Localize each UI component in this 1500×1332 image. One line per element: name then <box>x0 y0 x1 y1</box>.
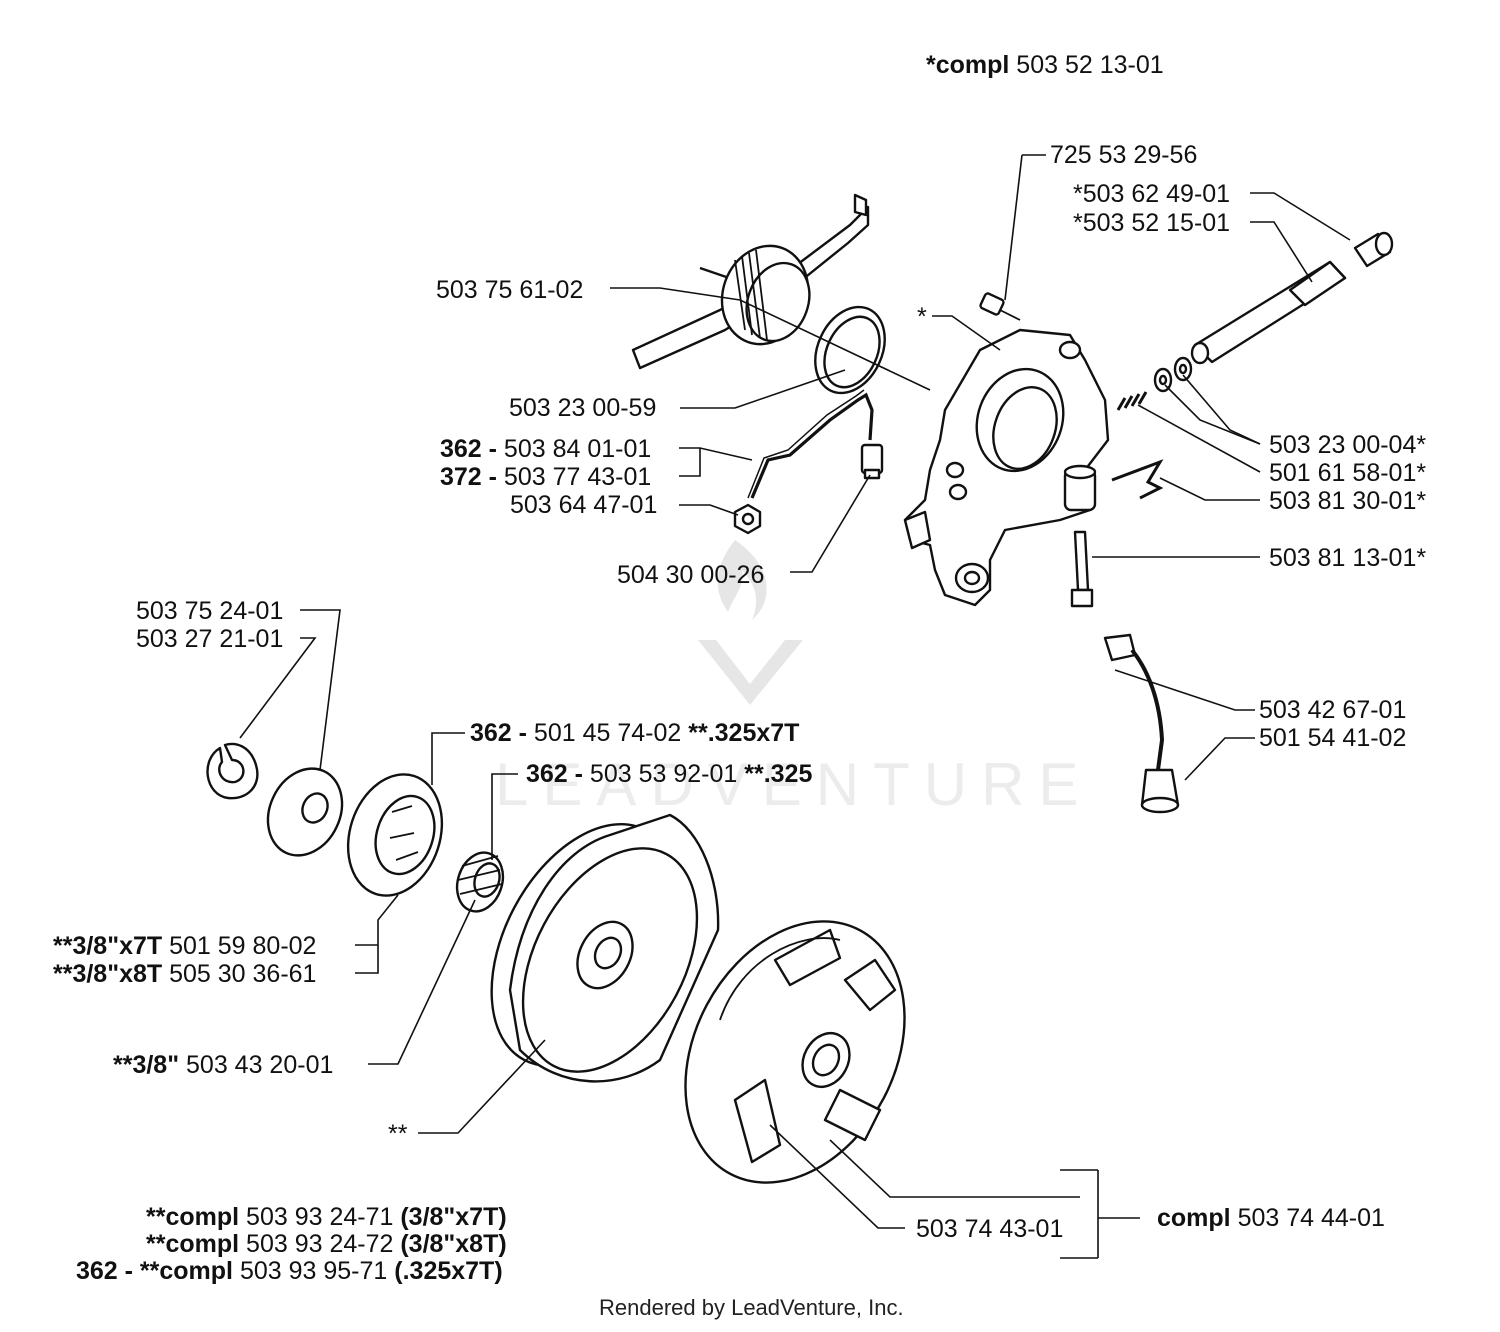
label-503-62-49-01: *503 62 49-01 <box>1073 180 1230 208</box>
part-labels: *compl 503 52 13-01 725 53 29-56 *503 62… <box>53 51 1426 1285</box>
label-503-23-00-59: 503 23 00-59 <box>509 394 656 422</box>
label-503-42-67-01: 503 42 67-01 <box>1259 696 1406 724</box>
label-503-53-92-01: 362 - 503 53 92-01 **.325 <box>526 760 812 788</box>
label-504-30-00-26: 504 30 00-26 <box>617 561 764 589</box>
label-501-61-58-01: 501 61 58-01* <box>1269 459 1426 487</box>
label-503-27-21-01: 503 27 21-01 <box>136 625 283 653</box>
suction-hose-part <box>1103 633 1165 771</box>
leader-lines <box>239 154 1351 1259</box>
label-501-45-74-02: 362 - 501 45 74-02 **.325x7T <box>470 719 799 747</box>
oil-pipe-part <box>747 389 874 499</box>
label-503-77-43-01: 372 - 503 77 43-01 <box>440 463 651 491</box>
needle-bearing-part <box>455 851 505 913</box>
nipple-part <box>860 443 884 480</box>
label-503-23-00-04: 503 23 00-04* <box>1269 431 1426 459</box>
label-503-75-61-02: 503 75 61-02 <box>436 276 583 304</box>
label-501-59-80-02: **3/8"x7T 501 59 80-02 <box>53 932 316 960</box>
pump-cap-part <box>1353 231 1394 268</box>
adjusting-screw-part <box>1070 530 1094 608</box>
label-compl-clutch: compl 503 74 44-01 <box>1157 1204 1385 1232</box>
label-compl-3: 362 - **compl 503 93 95-71 (.325x7T) <box>76 1257 503 1285</box>
rim-sprocket-part <box>346 773 444 897</box>
guide-plate-part <box>631 193 870 370</box>
label-double-star: ** <box>388 1120 408 1148</box>
label-503-84-01-01: 362 - 503 84 01-01 <box>440 435 651 463</box>
flat-washer-part <box>266 767 344 857</box>
o-ring-part <box>814 305 886 395</box>
oil-filter-part <box>1140 768 1180 814</box>
label-star: * <box>917 303 927 331</box>
label-505-30-36-61: **3/8"x8T 505 30 36-61 <box>53 960 316 988</box>
footer-credit: Rendered by LeadVenture, Inc. <box>599 1295 904 1320</box>
label-501-54-41-02: 501 54 41-02 <box>1259 724 1406 752</box>
pump-clip-part <box>1111 459 1164 500</box>
lock-washer-part <box>206 742 259 800</box>
spring-washer-part <box>1116 356 1193 411</box>
label-503-43-20-01: **3/8" 503 43 20-01 <box>113 1051 333 1079</box>
label-compl-top: *compl 503 52 13-01 <box>926 51 1164 79</box>
label-503-81-30-01: 503 81 30-01* <box>1269 487 1426 515</box>
oil-pump-housing-part <box>903 328 1110 607</box>
label-503-81-13-01: 503 81 13-01* <box>1269 544 1426 572</box>
label-503-75-24-01: 503 75 24-01 <box>136 597 283 625</box>
pump-piston-part <box>1190 260 1347 365</box>
label-compl-2: **compl 503 93 24-72 (3/8"x8T) <box>146 1230 507 1258</box>
screw-part <box>979 292 1021 321</box>
watermark-logo: LEADVENTURE <box>495 540 1092 818</box>
nut-part <box>733 503 762 535</box>
label-503-52-15-01: *503 52 15-01 <box>1073 209 1230 237</box>
label-503-64-47-01: 503 64 47-01 <box>510 491 657 519</box>
label-503-74-43-01: 503 74 43-01 <box>916 1215 1063 1243</box>
label-725-53-29-56: 725 53 29-56 <box>1050 141 1197 169</box>
watermark-text: LEADVENTURE <box>495 751 1092 818</box>
clutch-part <box>684 920 906 1184</box>
clutch-drum-part <box>490 813 720 1083</box>
label-compl-1: **compl 503 93 24-71 (3/8"x7T) <box>146 1203 507 1231</box>
